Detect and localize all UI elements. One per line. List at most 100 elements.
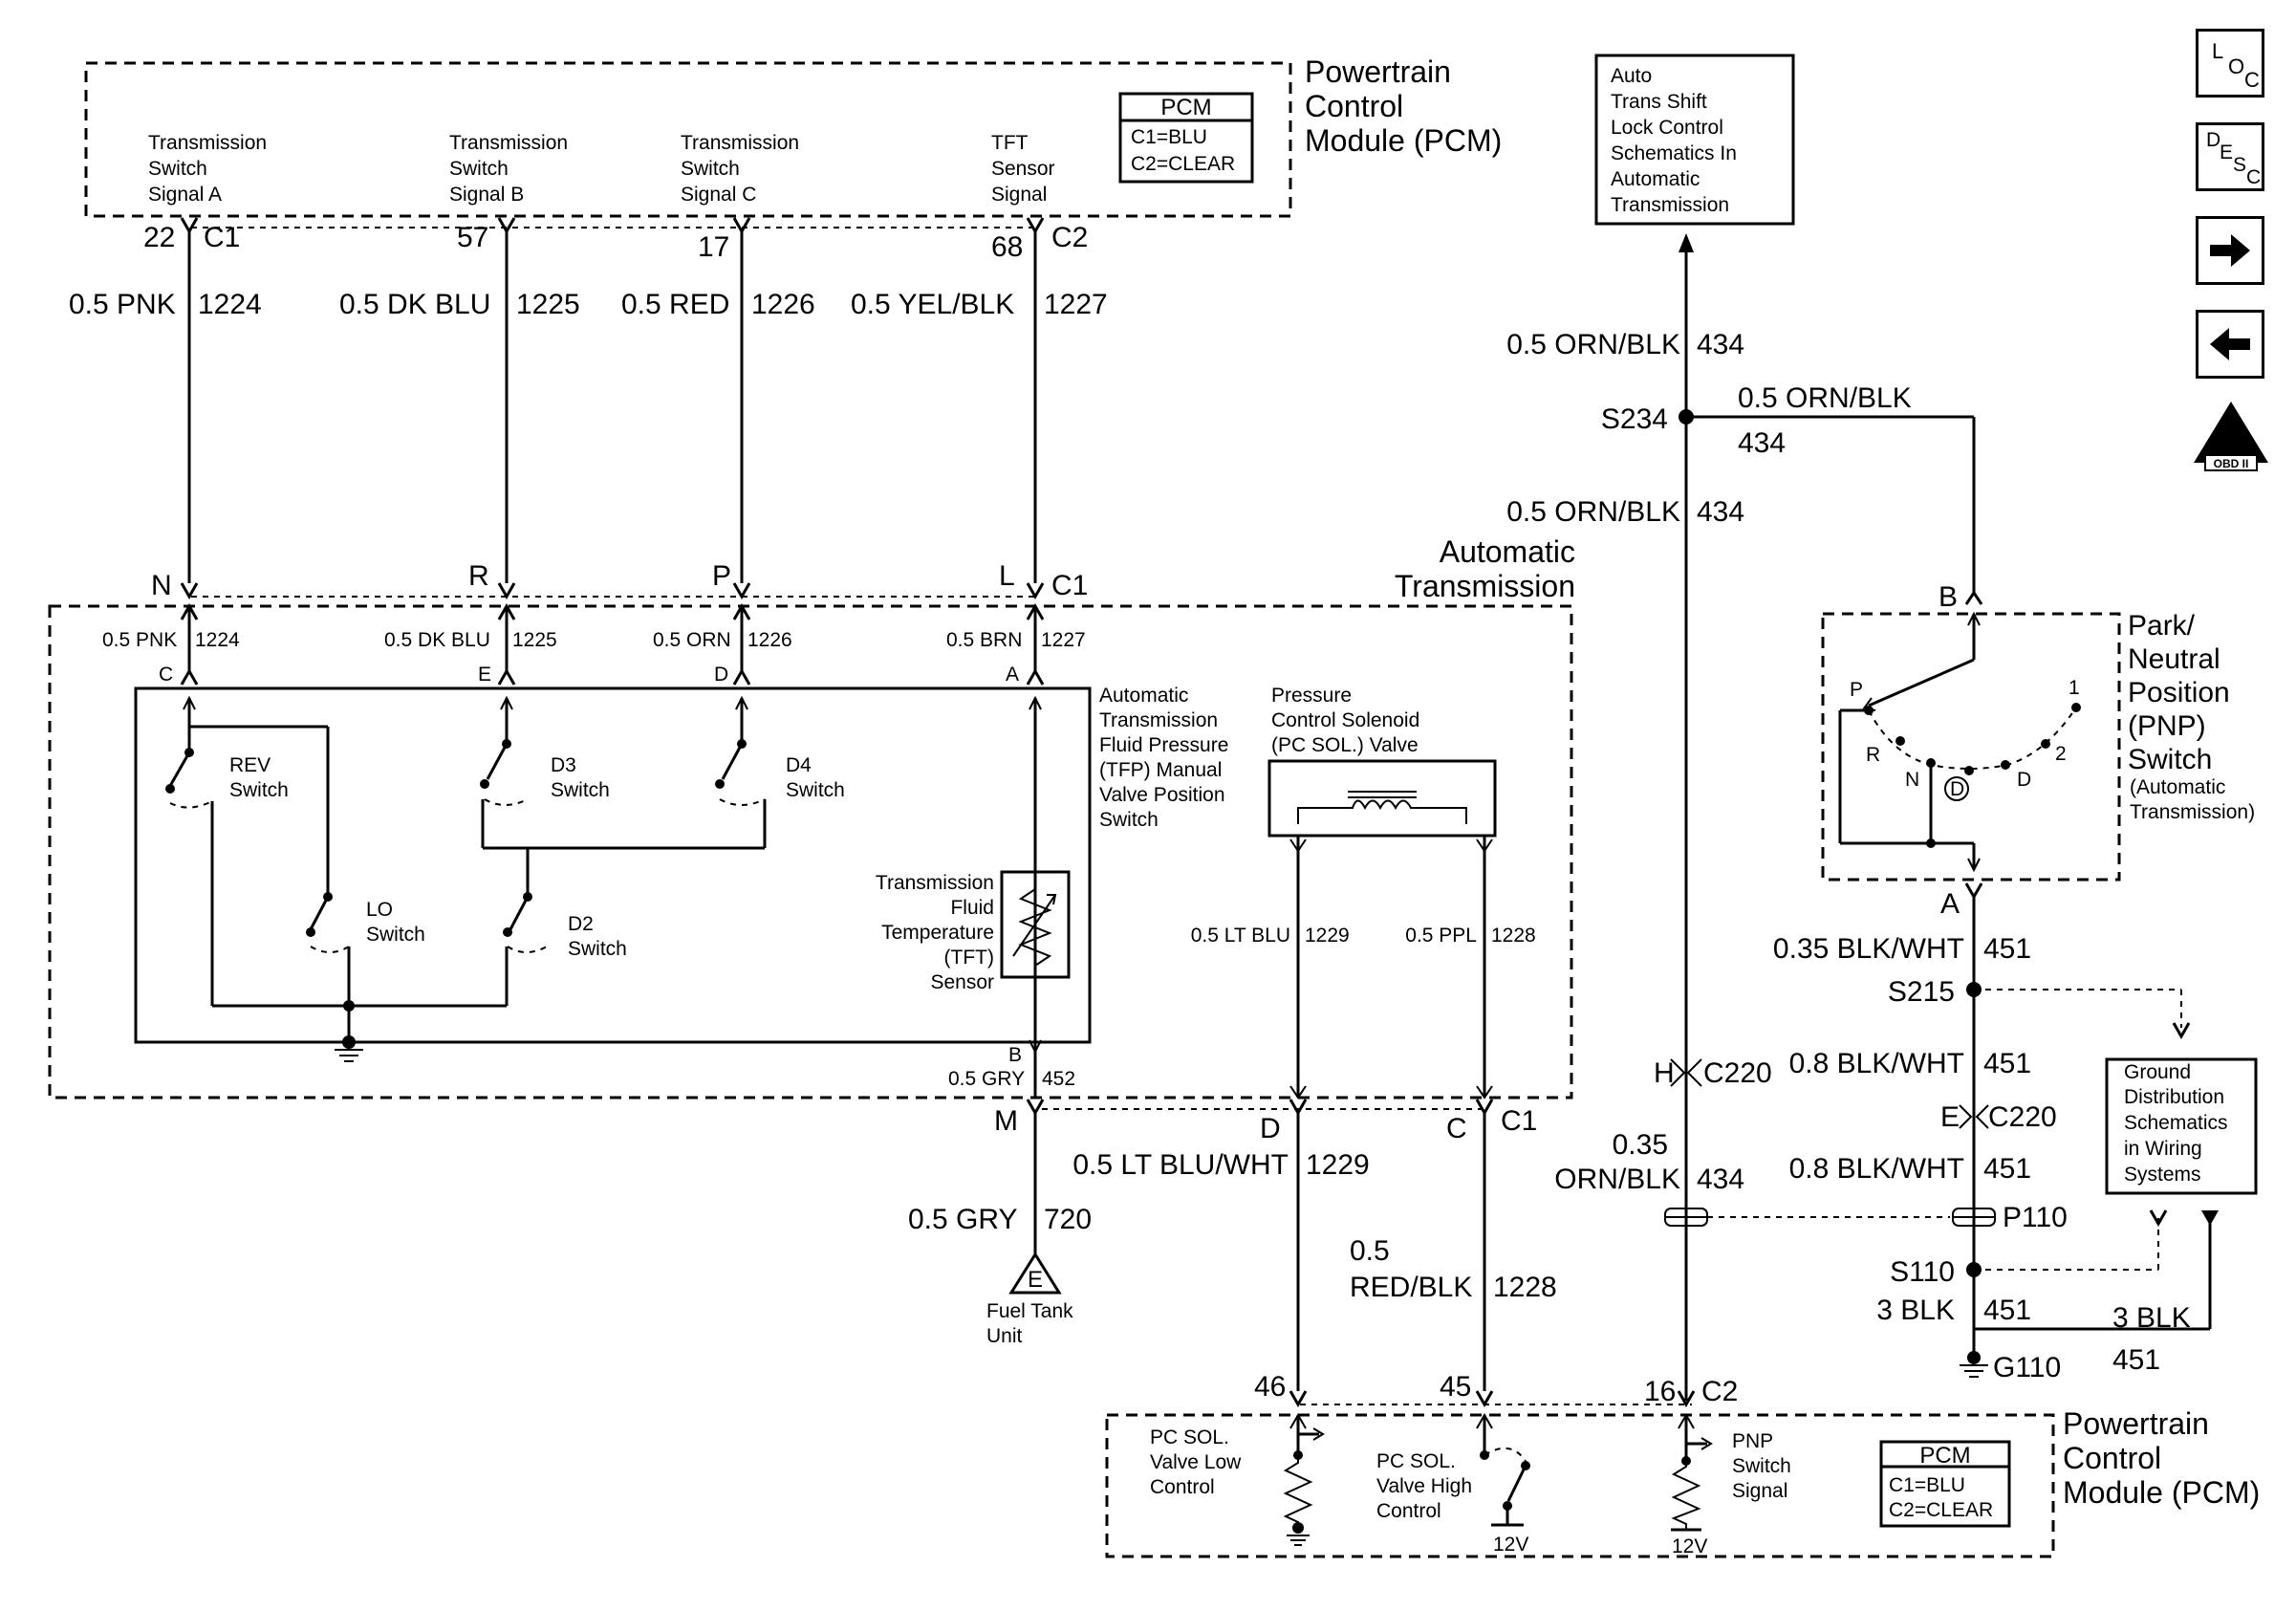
auto-trans-shift-lock-box: Auto Trans Shift Lock Control Schematics… [1594, 54, 1795, 226]
svg-text:Transmission): Transmission) [2130, 801, 2255, 823]
svg-text:in Wiring: in Wiring [2124, 1138, 2202, 1160]
svg-text:1228: 1228 [1493, 1272, 1557, 1303]
svg-text:Transmission: Transmission [148, 132, 267, 154]
d2-switch-label: D2 Switch [568, 913, 627, 960]
trans-c1-connector: N R P L C1 [151, 560, 1088, 620]
svg-text:Automatic: Automatic [1611, 168, 1700, 190]
signal-label-c: Transmission Switch Signal C [681, 132, 799, 206]
svg-text:451: 451 [1983, 1153, 2031, 1185]
switch-network [165, 695, 1042, 1062]
svg-text:1226: 1226 [751, 289, 815, 320]
svg-text:12V: 12V [1672, 1535, 1707, 1557]
svg-text:E: E [1940, 1101, 1960, 1133]
svg-text:Switch: Switch [2128, 744, 2212, 775]
svg-text:PC SOL.: PC SOL. [1150, 1426, 1229, 1448]
arrow-right-icon [2210, 234, 2250, 267]
svg-text:1229: 1229 [1306, 1149, 1370, 1181]
svg-text:12V: 12V [1493, 1534, 1528, 1556]
svg-text:Valve Low: Valve Low [1150, 1451, 1242, 1473]
svg-text:Module (PCM): Module (PCM) [2063, 1475, 2260, 1510]
svg-text:ORN/BLK: ORN/BLK [1554, 1164, 1680, 1195]
nav-loc-button[interactable]: L O C [2196, 29, 2264, 98]
svg-text:C1=BLU: C1=BLU [1889, 1474, 1965, 1496]
svg-text:(Automatic: (Automatic [2130, 776, 2225, 798]
svg-text:16: 16 [1644, 1376, 1676, 1407]
svg-text:C: C [1446, 1113, 1467, 1144]
svg-text:C220: C220 [1988, 1101, 2057, 1133]
svg-text:Control: Control [1150, 1476, 1215, 1498]
svg-text:II: II [2224, 426, 2238, 455]
svg-text:Control: Control [1305, 89, 1403, 123]
svg-text:Fluid Pressure: Fluid Pressure [1099, 734, 1228, 756]
svg-text:B: B [1008, 1044, 1022, 1066]
wire-1224: 0.5 PNK 1224 [69, 217, 262, 583]
svg-text:0.5 ORN/BLK: 0.5 ORN/BLK [1506, 496, 1680, 528]
svg-text:C1=BLU: C1=BLU [1131, 126, 1207, 148]
svg-text:Switch: Switch [148, 158, 207, 180]
svg-text:P110: P110 [2003, 1202, 2068, 1233]
svg-text:0.5: 0.5 [1350, 1235, 1390, 1267]
svg-text:Transmission: Transmission [1395, 569, 1575, 603]
svg-text:0.35 BLK/WHT: 0.35 BLK/WHT [1773, 933, 1964, 965]
svg-text:434: 434 [1697, 496, 1744, 528]
svg-text:Temperature: Temperature [881, 922, 994, 944]
svg-text:L: L [999, 560, 1015, 592]
svg-text:E: E [1028, 1267, 1043, 1293]
svg-text:C1: C1 [1051, 570, 1088, 601]
pc-solenoid: Pressure Control Solenoid (PC SOL.) Valv… [1191, 685, 1536, 1099]
svg-text:(PNP): (PNP) [2128, 710, 2206, 742]
svg-text:451: 451 [2112, 1344, 2160, 1376]
svg-text:Park/: Park/ [2128, 610, 2196, 642]
svg-text:D4: D4 [786, 754, 812, 776]
nav-desc-button[interactable]: D E S C [2196, 122, 2264, 191]
svg-text:C1: C1 [1501, 1105, 1537, 1137]
lower-connector: M D C C1 [994, 1099, 1537, 1144]
svg-text:Signal A: Signal A [148, 184, 222, 206]
svg-text:C: C [159, 664, 173, 686]
fuel-tank-wire: 0.5 GRY 720 E Fuel Tank Unit [908, 1113, 1092, 1347]
svg-text:RED/BLK: RED/BLK [1350, 1272, 1472, 1303]
svg-text:452: 452 [1042, 1068, 1075, 1090]
svg-text:45: 45 [1440, 1371, 1471, 1403]
pcm-bottom-title: Powertrain Control Module (PCM) [2063, 1406, 2260, 1510]
pc-high-control: 12V PC SOL. Valve High Control [1376, 1412, 1530, 1556]
svg-text:Switch: Switch [551, 779, 610, 801]
svg-text:0.5 PNK: 0.5 PNK [102, 629, 177, 651]
svg-text:0.5 RED: 0.5 RED [621, 289, 729, 320]
pnp-signal-input: 12V PNP Switch Signal [1671, 1412, 1791, 1557]
nav-obd-button[interactable]: II OBD II [2192, 400, 2270, 472]
svg-text:3 BLK: 3 BLK [1876, 1295, 1955, 1326]
svg-text:Signal: Signal [1732, 1480, 1787, 1502]
svg-text:B: B [1939, 581, 1958, 613]
svg-text:1227: 1227 [1044, 289, 1108, 320]
svg-text:1: 1 [2069, 677, 2080, 699]
nav-back-button[interactable] [2196, 310, 2264, 379]
svg-text:C2=CLEAR: C2=CLEAR [1131, 153, 1235, 175]
svg-text:D3: D3 [551, 754, 576, 776]
svg-text:0.5 PPL: 0.5 PPL [1405, 925, 1477, 947]
svg-text:0.5 ORN: 0.5 ORN [653, 629, 731, 651]
svg-text:46: 46 [1254, 1371, 1286, 1403]
svg-text:0.5 LT BLU/WHT: 0.5 LT BLU/WHT [1072, 1149, 1289, 1181]
svg-text:Switch: Switch [229, 779, 289, 801]
svg-text:Lock Control: Lock Control [1611, 117, 1723, 139]
svg-text:(TFP) Manual: (TFP) Manual [1099, 759, 1222, 781]
svg-text:451: 451 [1983, 933, 2031, 965]
pcm-top-legend: PCM C1=BLU C2=CLEAR [1118, 92, 1254, 184]
svg-text:S110: S110 [1890, 1256, 1955, 1288]
svg-text:D: D [714, 664, 728, 686]
nav-next-button[interactable] [2196, 216, 2264, 285]
svg-text:D: D [1260, 1113, 1281, 1144]
svg-text:Signal: Signal [991, 184, 1047, 206]
svg-text:Powertrain: Powertrain [1305, 54, 1451, 89]
rev-switch-label: REV Switch [229, 754, 289, 801]
svg-text:OBD II: OBD II [2214, 457, 2249, 470]
conn-c2-top: C2 [1051, 222, 1088, 253]
svg-text:REV: REV [229, 754, 271, 776]
svg-text:0.35: 0.35 [1613, 1129, 1668, 1161]
svg-text:D: D [1950, 778, 1964, 800]
pcm-bottom-boundary [1105, 1413, 2055, 1558]
svg-text:(TFT): (TFT) [944, 947, 994, 969]
lo-switch-label: LO Switch [366, 899, 425, 946]
